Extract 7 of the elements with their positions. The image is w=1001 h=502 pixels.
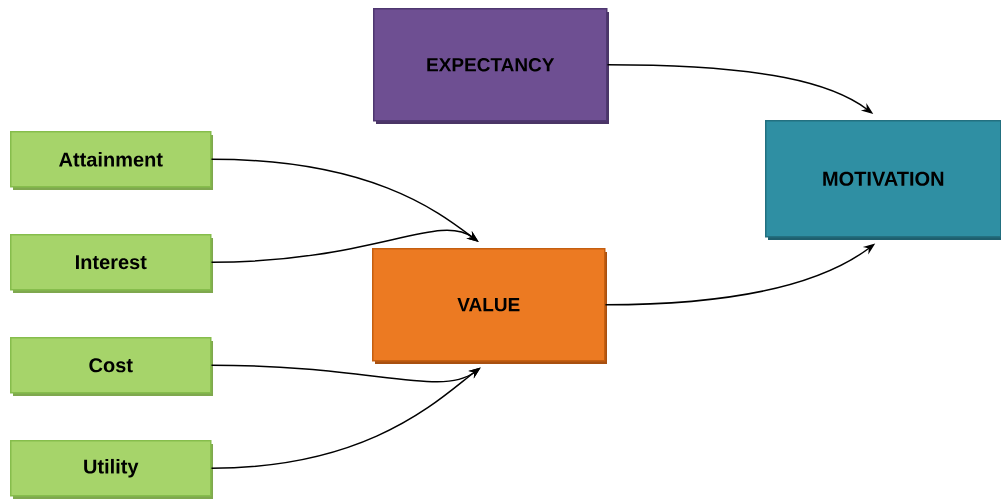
expectancy-box: EXPECTANCY (373, 8, 609, 124)
factor-box: Utility (10, 440, 213, 499)
factor-box: Cost (10, 337, 213, 396)
motivation-box: MOTIVATION (765, 120, 1001, 240)
value-box: VALUE (372, 248, 607, 364)
factor-box: Attainment (10, 131, 213, 190)
factor-box: Interest (10, 234, 213, 293)
